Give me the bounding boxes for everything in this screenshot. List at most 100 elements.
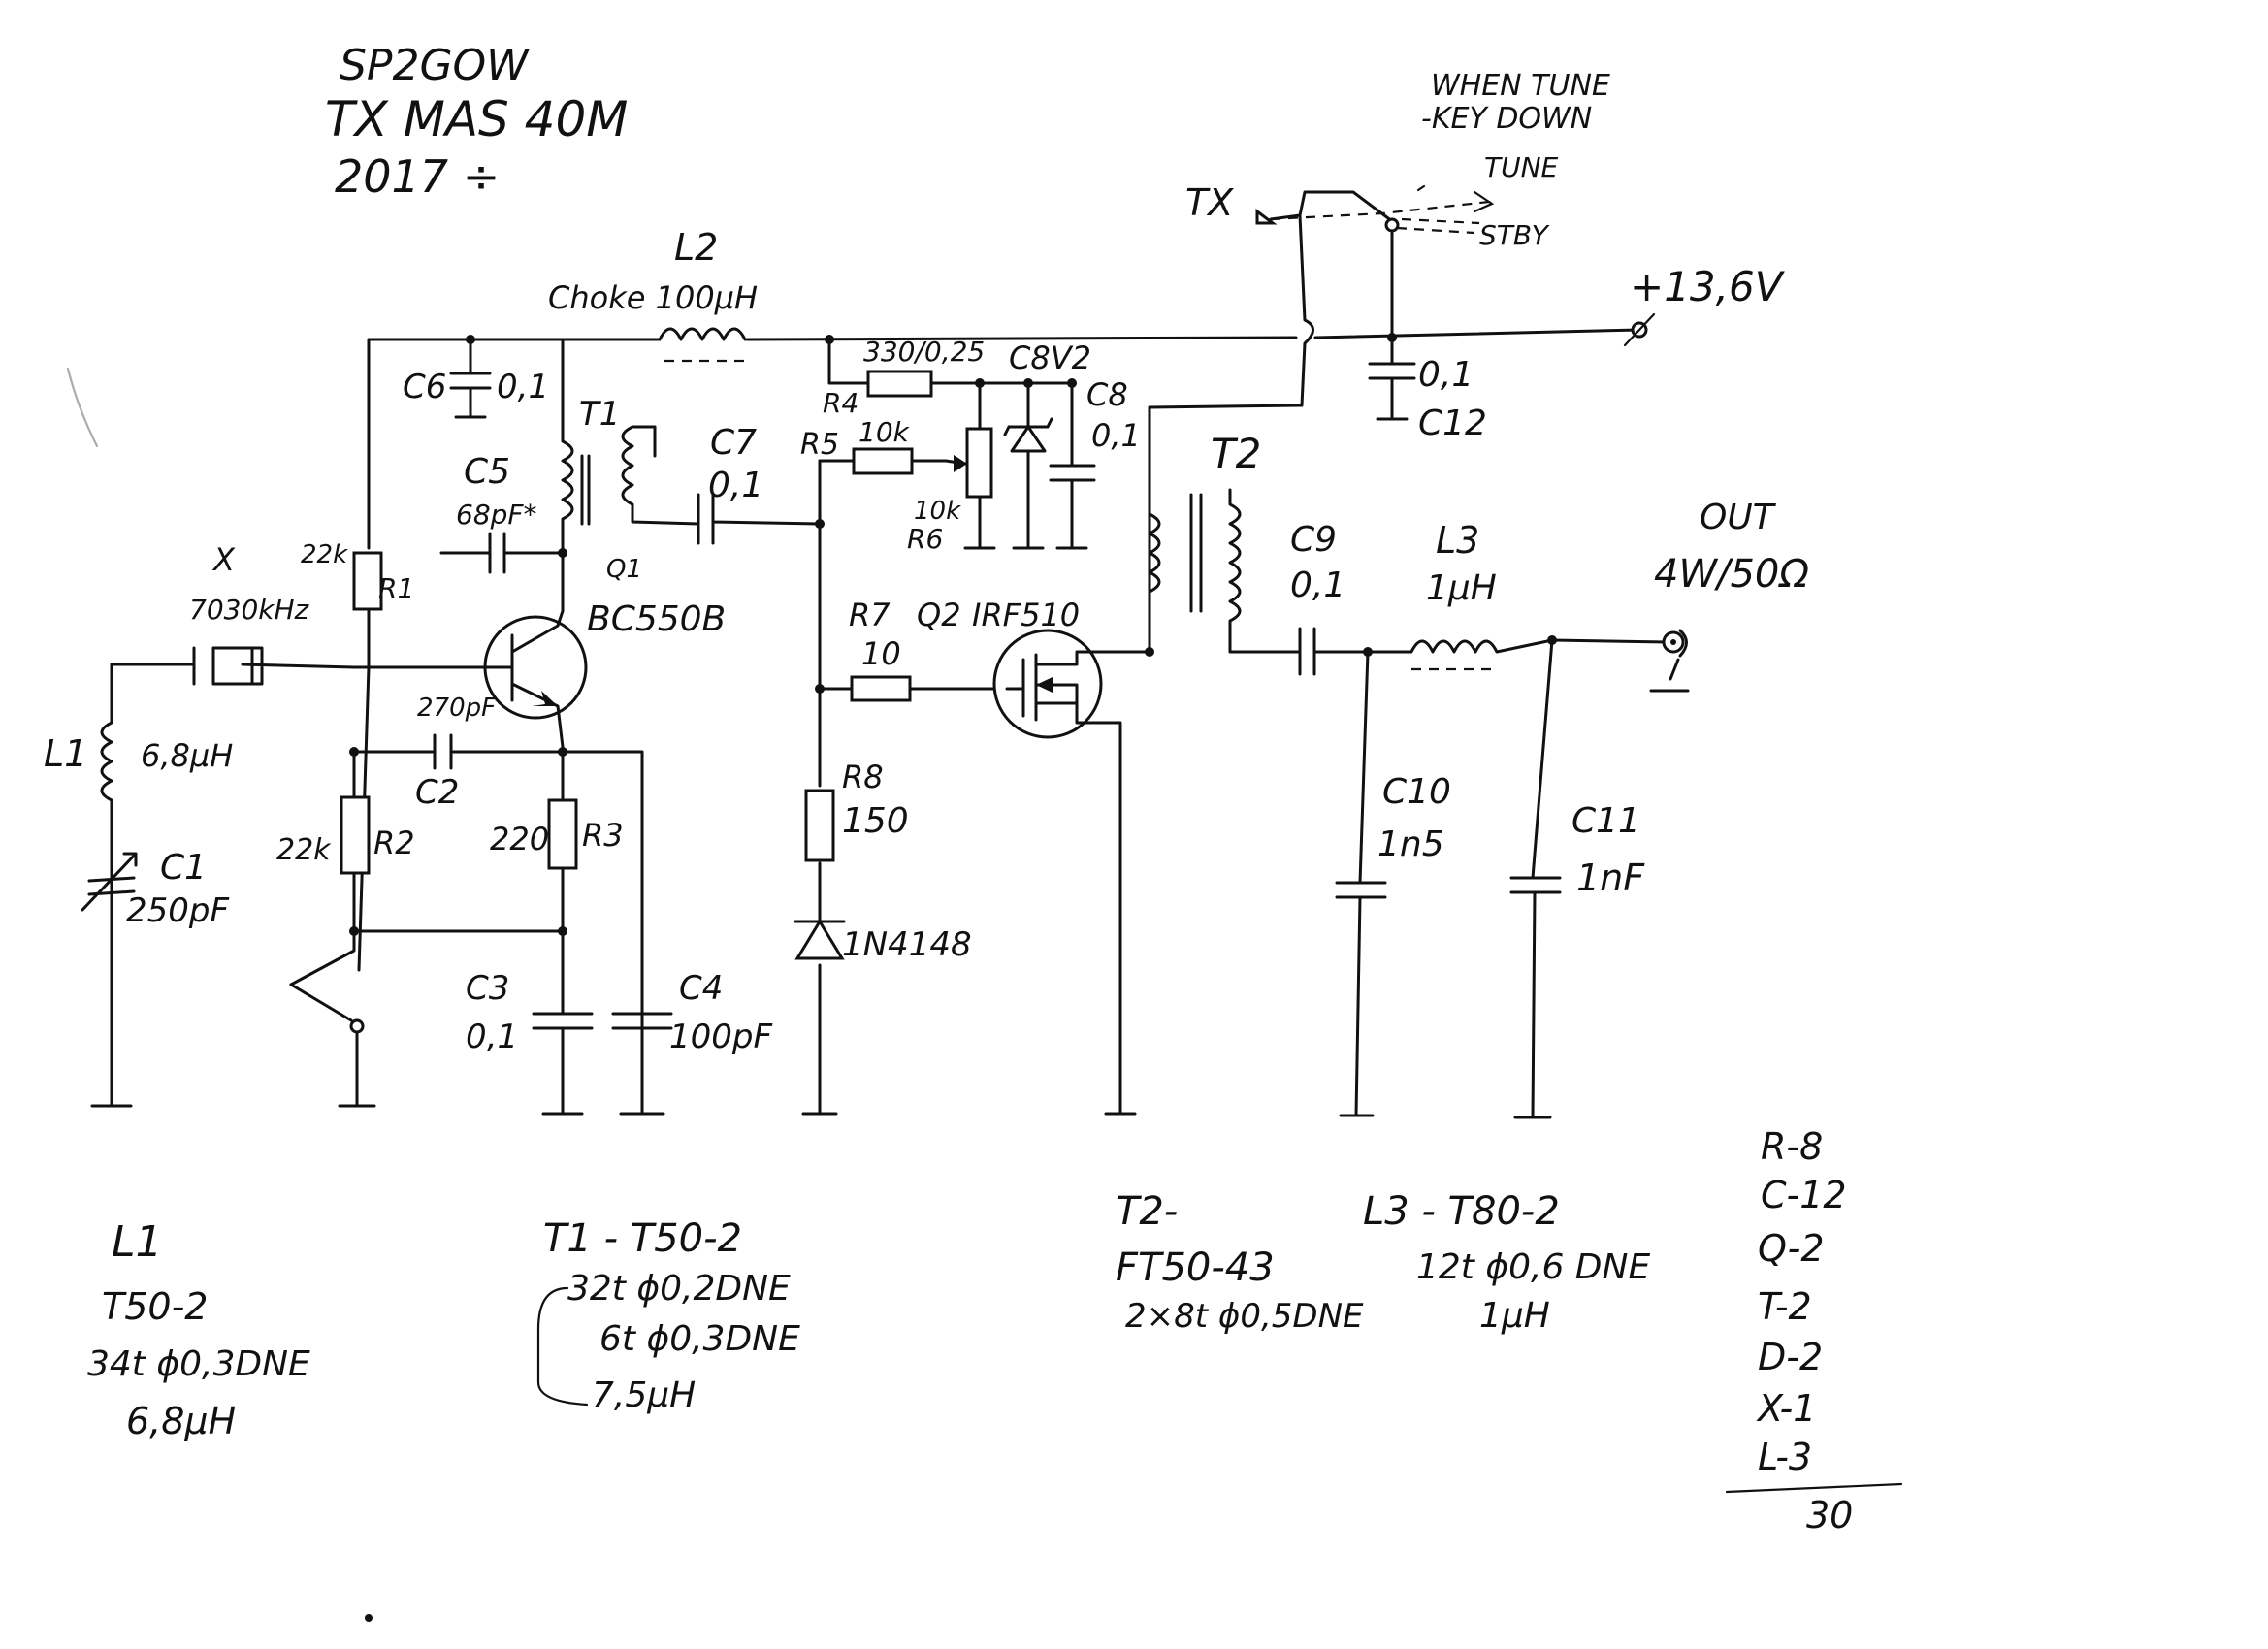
stby-label: STBY xyxy=(1479,219,1550,251)
R2-resistor: R2 22k xyxy=(276,750,415,933)
scan-speck xyxy=(365,1614,373,1622)
R2-value: 22k xyxy=(276,833,332,867)
R7-name: R7 xyxy=(849,597,891,633)
C7-name: C7 xyxy=(710,423,757,463)
C8-capacitor: C8 0,1 xyxy=(1049,376,1141,550)
C3-value: 0,1 xyxy=(466,1018,518,1056)
C7-value: 0,1 xyxy=(708,466,763,505)
R7-resistor: R7 10 xyxy=(815,597,1009,702)
R3-resistor: R3 220 xyxy=(490,750,624,933)
Q2-mosfet: Q2 IRF510 xyxy=(917,597,1151,1116)
note-L1-line3: 34t ϕ0,3DNE xyxy=(87,1344,310,1384)
R5-value: 10k xyxy=(859,416,911,448)
note-L3-line2: 12t ϕ0,6 DNE xyxy=(1416,1247,1650,1287)
R6-potentiometer: 10k R6 xyxy=(907,381,996,555)
C6-value: 0,1 xyxy=(497,368,549,406)
switch-note-1: WHEN TUNE xyxy=(1431,69,1610,103)
note-T2-line1: T2- xyxy=(1116,1189,1178,1234)
C3-capacitor: C3 0,1 xyxy=(466,929,594,1116)
parts-count-item: Q-2 xyxy=(1758,1227,1825,1270)
C5-name: C5 xyxy=(464,452,510,492)
R4-name: R4 xyxy=(823,387,859,419)
note-L1-line1: L1 xyxy=(112,1217,163,1267)
note-T1-line2: 32t ϕ0,2DNE xyxy=(567,1269,791,1309)
L1-value: 6,8µH xyxy=(141,737,233,774)
note-L1-line2: T50-2 xyxy=(102,1285,208,1328)
R8-name: R8 xyxy=(842,759,884,795)
C3-name: C3 xyxy=(466,969,509,1008)
R8-value: 150 xyxy=(842,801,909,841)
note-T1-line3: 6t ϕ0,3DNE xyxy=(599,1319,800,1359)
R1-name: R1 xyxy=(378,572,414,604)
crystal-X: X 7030kHz xyxy=(110,541,356,686)
OUT-value: 4W/50Ω xyxy=(1654,552,1809,597)
L2-value: Choke 100µH xyxy=(548,279,758,316)
R8-resistor: R8 150 xyxy=(804,759,909,862)
R6-value: 10k xyxy=(914,497,961,526)
C10-capacitor: C10 1n5 xyxy=(1335,650,1451,1117)
C10-name: C10 xyxy=(1382,772,1451,812)
C9-value: 0,1 xyxy=(1290,566,1345,605)
parts-count-item: L-3 xyxy=(1758,1436,1812,1478)
note-T2-line3: 2×8t ϕ0,5DNE xyxy=(1125,1297,1364,1336)
diode-1N4148: 1N4148 xyxy=(794,919,972,964)
C4-name: C4 xyxy=(679,969,723,1008)
T1-transformer: T1 xyxy=(561,338,700,555)
C2-capacitor: C2 270pF xyxy=(349,694,644,1116)
Q2-name: Q2 xyxy=(917,597,961,633)
C5-capacitor: C5 68pF* xyxy=(439,452,567,574)
note-T1: T1 - T50-2 32t ϕ0,2DNE 6t ϕ0,3DNE 7,5µH xyxy=(536,1216,800,1415)
L2-name: L2 xyxy=(674,226,718,269)
tune-switch xyxy=(1148,184,1495,652)
T2-transformer: T2 xyxy=(1145,405,1302,657)
parts-count-total: 30 xyxy=(1806,1494,1853,1536)
Q1-name: Q1 xyxy=(606,555,642,584)
tx-label: TX xyxy=(1185,181,1234,224)
supply-label: +13,6V xyxy=(1630,263,1786,310)
note-L3: L3 - T80-2 12t ϕ0,6 DNE 1µH xyxy=(1363,1189,1650,1336)
L1-coil: L1 6,8µH xyxy=(44,663,233,1108)
note-L3-line1: L3 - T80-2 xyxy=(1363,1189,1560,1234)
T2-name: T2 xyxy=(1211,430,1261,477)
parts-count-item: R-8 xyxy=(1761,1125,1823,1168)
R3-value: 220 xyxy=(490,821,549,857)
zener-diode-V2: C8V2 xyxy=(975,340,1091,550)
diode-name: 1N4148 xyxy=(842,925,972,964)
Q2-type: IRF510 xyxy=(972,597,1080,633)
C4-value: 100pF xyxy=(669,1018,772,1056)
C11-name: C11 xyxy=(1571,801,1640,841)
C5-value: 68pF* xyxy=(456,499,537,531)
C10-value: 1n5 xyxy=(1377,824,1444,864)
C8-value: 0,1 xyxy=(1091,417,1141,454)
C9-name: C9 xyxy=(1290,520,1337,560)
C8V2-label: C8V2 xyxy=(1009,340,1091,376)
output-connector: OUT 4W/50Ω xyxy=(1550,498,1809,693)
L3-value: 1µH xyxy=(1426,568,1497,608)
C7-capacitor: C7 0,1 xyxy=(697,423,825,545)
L3-name: L3 xyxy=(1436,519,1479,562)
C2-name: C2 xyxy=(415,773,459,812)
C1-variable-capacitor: C1 250pF xyxy=(81,848,229,930)
year-text: 2017 ÷ xyxy=(335,150,500,203)
C1-value: 250pF xyxy=(126,891,229,930)
parts-count-item: C-12 xyxy=(1761,1174,1847,1216)
note-T2-line2: FT50-43 xyxy=(1116,1245,1275,1290)
R5-name: R5 xyxy=(800,428,839,462)
L2-choke: L2 Choke 100µH xyxy=(548,226,758,363)
C8-name: C8 xyxy=(1086,376,1128,413)
parts-count: R-8 C-12 Q-2 T-2 D-2 X-1 L-3 30 xyxy=(1725,1125,1903,1536)
R4-value: 330/0,25 xyxy=(863,336,985,368)
X-value: 7030kHz xyxy=(189,594,310,626)
C4-capacitor: C4 100pF xyxy=(611,969,772,1116)
OUT-name: OUT xyxy=(1700,498,1777,537)
C12-value: 0,1 xyxy=(1418,355,1474,395)
R2-name: R2 xyxy=(373,824,415,861)
T1-name: T1 xyxy=(579,395,620,434)
Q1-type: BC550B xyxy=(587,599,726,639)
C11-capacitor: C11 1nF xyxy=(1509,638,1645,1119)
note-L1-line4: 6,8µH xyxy=(126,1400,236,1442)
R1-resistor: R1 22k xyxy=(301,540,414,611)
gate-wire xyxy=(801,459,838,1116)
note-L3-line3: 1µH xyxy=(1479,1296,1550,1336)
